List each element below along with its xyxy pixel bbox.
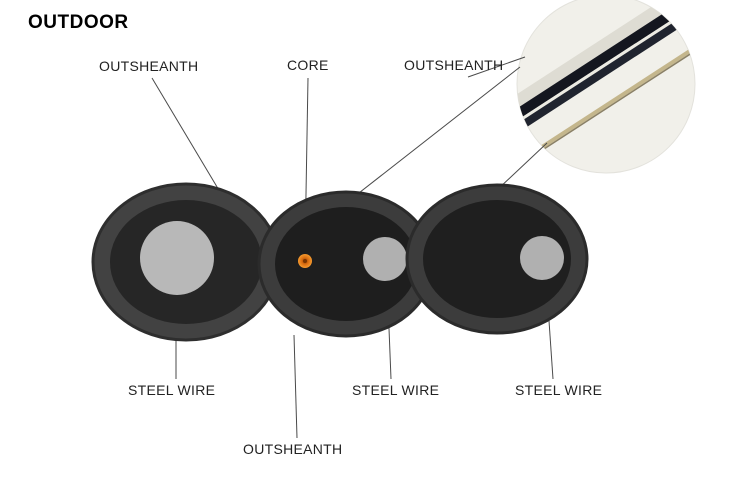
inner-sheath-right <box>423 200 571 318</box>
label-steel-wire-left: STEEL WIRE <box>128 382 216 398</box>
label-core: CORE <box>287 57 329 73</box>
label-steel-wire-right: STEEL WIRE <box>515 382 603 398</box>
cable-section-right <box>405 183 589 335</box>
label-outsheanth-bottom: OUTSHEANTH <box>243 441 343 457</box>
leader-outsheanth-bottom <box>293 334 298 439</box>
leader-inset-to-right-cable <box>496 142 548 191</box>
label-outsheanth-left: OUTSHEANTH <box>99 58 199 74</box>
steel-wire-left-circle <box>140 221 214 295</box>
label-outsheanth-right: OUTSHEANTH <box>404 57 504 73</box>
leader-inset-to-middle-cable <box>340 66 521 208</box>
cable-section-left <box>91 182 281 342</box>
leader-outsheanth-left <box>151 77 230 208</box>
cable-photo-inset <box>516 0 696 174</box>
page-title: OUTDOOR <box>28 12 129 33</box>
steel-wire-middle-circle <box>363 237 407 281</box>
leader-outsheanth-right-to-inset <box>467 56 526 78</box>
fiber-core-center <box>303 259 307 263</box>
label-steel-wire-middle: STEEL WIRE <box>352 382 440 398</box>
steel-wire-right-circle <box>520 236 564 280</box>
cable-section-middle <box>257 190 435 338</box>
inner-sheath-middle <box>275 207 417 321</box>
